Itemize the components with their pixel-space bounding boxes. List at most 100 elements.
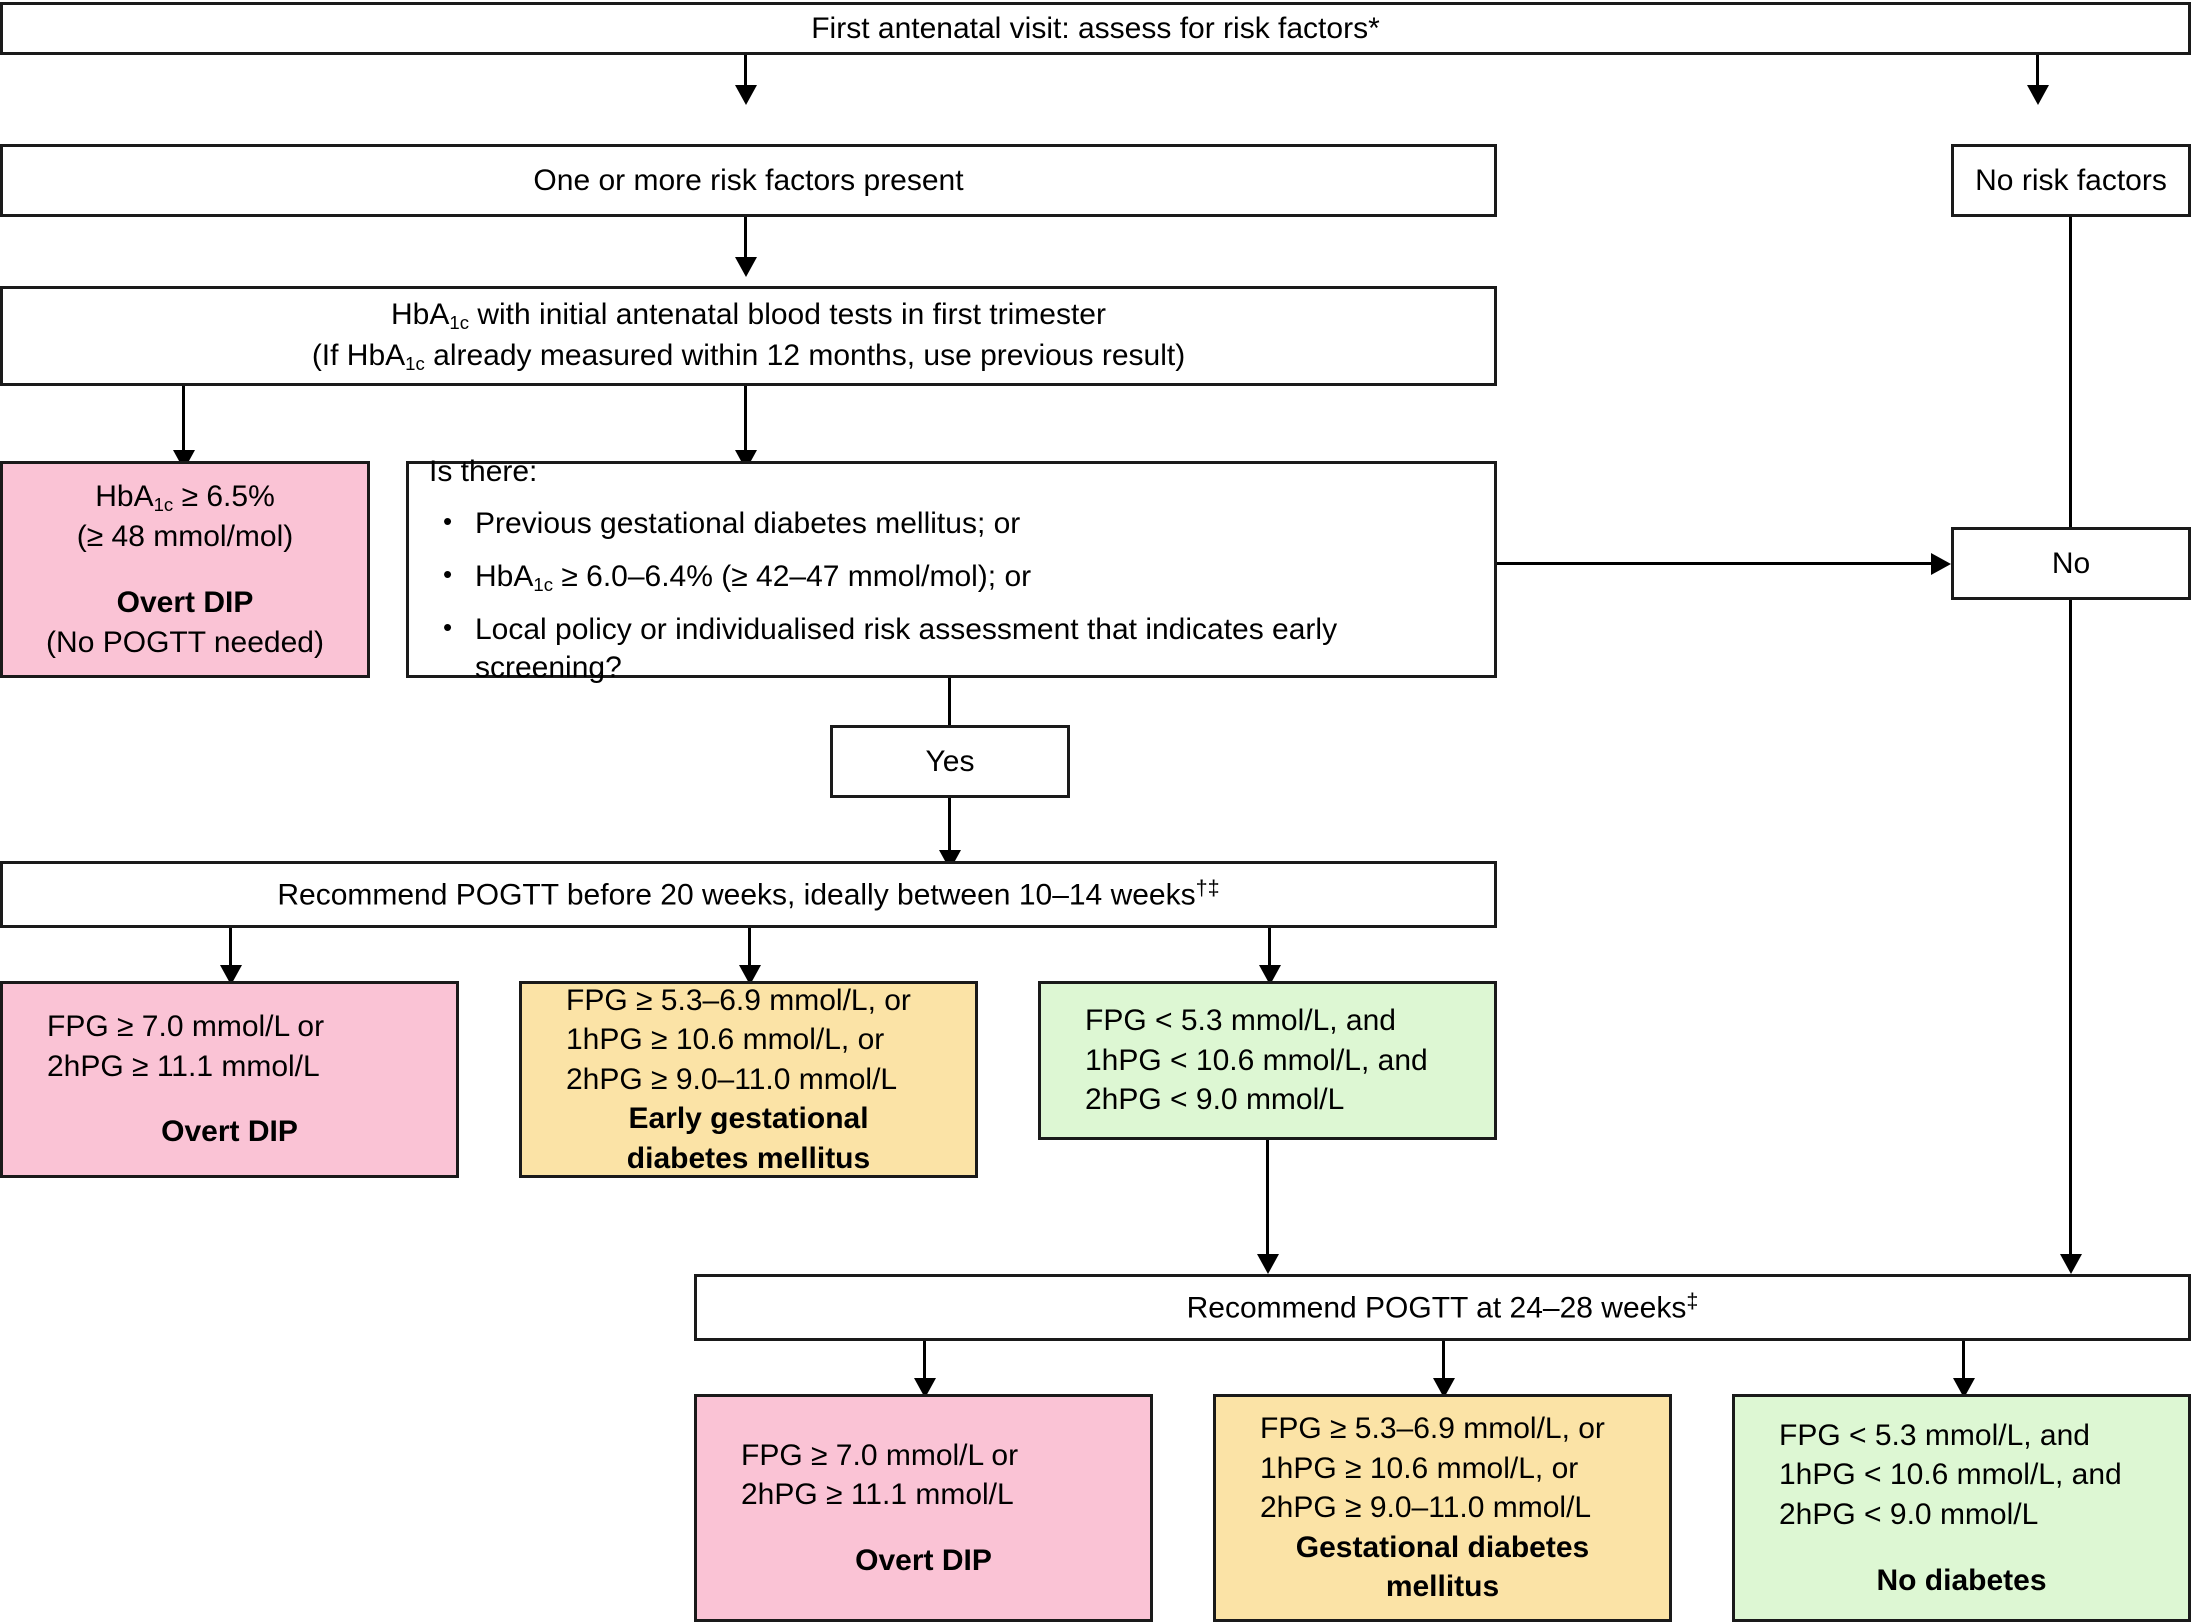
subscript-1c: 1c [405,353,425,375]
late-gdm-line3: 2hPG ≥ 9.0–11.0 mmol/L [1260,1491,1592,1525]
early-gdm-result-line1: Early gestational [628,1102,869,1136]
early-gdm-line3: 2hPG ≥ 9.0–11.0 mmol/L [566,1062,898,1096]
arrowhead-earlynormal-to-pogttlate [1257,1254,1279,1274]
hba1c-test-line1: HbA1c with initial antenatal blood tests… [391,298,1106,334]
arrowhead-pogttearly-to-overtdip [220,965,242,985]
late-overt-dip-result: Overt DIP [855,1543,992,1577]
early-overt-dip-result: Overt DIP [161,1115,298,1149]
connector-pogttearly-to-earlynormal [1268,928,1271,978]
node-late-no-diabetes-text: FPG < 5.3 mmol/L, and 1hPG < 10.6 mmol/L… [1735,1412,2188,1604]
early-normal-line3: 2hPG < 9.0 mmol/L [1085,1083,1345,1117]
overt-dip-hba1c-line2: (≥ 48 mmol/mol) [76,520,294,554]
connector-riskpresent-to-hba1c [744,217,747,262]
connector-firstvisit-to-riskpresent [744,55,747,90]
spacer [741,1515,1106,1541]
node-early-no-diabetes: FPG < 5.3 mmol/L, and 1hPG < 10.6 mmol/L… [1038,981,1497,1140]
list-item: Local policy or individualised risk asse… [443,611,1474,688]
node-overt-dip-hba1c-text: HbA1c ≥ 6.5% (≥ 48 mmol/mol) Overt DIP (… [3,467,367,673]
footnote-marker: ‡ [1686,1287,1699,1313]
connector-istherebox-to-yes [948,678,951,725]
early-normal-line1: FPG < 5.3 mmol/L, and [1085,1004,1396,1038]
overt-dip-hba1c-note: (No POGTT needed) [46,625,324,659]
late-gdm-result-line2: mellitus [1385,1570,1500,1604]
late-gdm-result-line1: Gestational diabetes [1295,1530,1590,1564]
node-late-overt-dip-text: FPG ≥ 7.0 mmol/L or 2hPG ≥ 11.1 mmol/L O… [697,1432,1150,1585]
connector-hba1c-to-overtdip [182,386,185,461]
node-first-antenatal-visit: First antenatal visit: assess for risk f… [0,2,2191,55]
arrowhead-pogttearly-to-earlynormal [1259,965,1281,985]
spacer [21,557,349,583]
node-pogtt-before-20-weeks: Recommend POGTT before 20 weeks, ideally… [0,861,1497,928]
node-late-gestational-diabetes: FPG ≥ 5.3–6.9 mmol/L, or 1hPG ≥ 10.6 mmo… [1213,1394,1672,1622]
connector-pogttlate-to-gdm [1442,1341,1445,1391]
arrowhead-firstvisit-to-riskpresent [735,85,757,105]
node-early-gestational-diabetes: FPG ≥ 5.3–6.9 mmol/L, or 1hPG ≥ 10.6 mmo… [519,981,978,1178]
node-yes: Yes [830,725,1070,798]
node-overt-dip-hba1c: HbA1c ≥ 6.5% (≥ 48 mmol/mol) Overt DIP (… [0,461,370,678]
early-gdm-line1: FPG ≥ 5.3–6.9 mmol/L, or [566,983,911,1017]
node-no-risk-factors: No risk factors [1951,144,2191,217]
subscript-1c: 1c [449,312,470,334]
node-early-screening-question: Is there: Previous gestational diabetes … [406,455,1497,684]
connector-pogttearly-to-overtdip [229,928,232,978]
connector-pogttlate-to-overtdip [923,1341,926,1391]
list-item: Previous gestational diabetes mellitus; … [443,505,1474,543]
arrowhead-pogttlate-to-gdm [1433,1378,1455,1398]
early-gdm-result-line2: diabetes mellitus [626,1141,871,1175]
node-no-risk-factors-label: No risk factors [1975,163,2167,197]
node-early-overt-dip: FPG ≥ 7.0 mmol/L or 2hPG ≥ 11.1 mmol/L O… [0,981,459,1178]
late-overt-dip-line1: FPG ≥ 7.0 mmol/L or [741,1438,1019,1472]
connector-pogttearly-to-earlygdm [748,928,751,978]
subscript-1c: 1c [533,573,553,595]
node-hba1c-initial-test: HbA1c with initial antenatal blood tests… [0,286,1497,386]
connector-firstvisit-to-noriskfactors [2036,55,2039,90]
late-normal-line1: FPG < 5.3 mmol/L, and [1779,1418,2090,1452]
late-no-diabetes-result: No diabetes [1876,1563,2047,1597]
early-overt-dip-line2: 2hPG ≥ 11.1 mmol/L [47,1049,320,1083]
arrowhead-pogttlate-to-overtdip [914,1378,936,1398]
node-late-gestational-diabetes-text: FPG ≥ 5.3–6.9 mmol/L, or 1hPG ≥ 10.6 mmo… [1216,1405,1669,1611]
late-gdm-line2: 1hPG ≥ 10.6 mmol/L, or [1260,1451,1579,1485]
late-normal-line3: 2hPG < 9.0 mmol/L [1779,1498,2039,1531]
late-normal-line2: 1hPG < 10.6 mmol/L, and [1779,1458,2122,1492]
late-gdm-line1: FPG ≥ 5.3–6.9 mmol/L, or [1260,1412,1605,1446]
overt-dip-hba1c-result: Overt DIP [116,586,254,620]
arrowhead-istherebox-to-no [1931,553,1951,575]
early-screening-lead: Is there: [429,454,538,488]
early-normal-line2: 1hPG < 10.6 mmol/L, and [1085,1043,1428,1077]
node-no: No [1951,527,2191,600]
node-early-screening-question-content: Is there: Previous gestational diabetes … [409,446,1494,694]
node-late-no-diabetes: FPG < 5.3 mmol/L, and 1hPG < 10.6 mmol/L… [1732,1394,2191,1622]
node-early-gestational-diabetes-text: FPG ≥ 5.3–6.9 mmol/L, or 1hPG ≥ 10.6 mmo… [522,977,975,1183]
spacer [47,1086,412,1112]
spacer [1779,1535,2144,1561]
node-pogtt-before-20-weeks-label: Recommend POGTT before 20 weeks, ideally… [277,874,1220,912]
list-item: HbA1c ≥ 6.0–6.4% (≥ 42–47 mmol/mol); or [443,558,1474,597]
connector-noriskfactors-to-pogtt-late [2069,217,2072,1269]
connector-yes-to-pogtt-early [948,798,951,861]
arrowhead-riskpresent-to-hba1c [735,257,757,277]
connector-earlynormal-to-pogttlate [1266,1140,1269,1269]
node-one-or-more-risk-factors-label: One or more risk factors present [533,163,964,197]
node-early-overt-dip-text: FPG ≥ 7.0 mmol/L or 2hPG ≥ 11.1 mmol/L O… [3,1003,456,1156]
footnote-marker: †‡ [1195,874,1220,900]
node-no-label: No [2051,546,2091,580]
arrowhead-pogttlate-to-nodiabetes [1953,1378,1975,1398]
subscript-1c: 1c [153,493,174,515]
node-first-antenatal-visit-label: First antenatal visit: assess for risk f… [811,11,1380,45]
connector-istherebox-to-no [1497,562,1939,565]
node-yes-label: Yes [925,744,975,778]
early-screening-bullet-list: Previous gestational diabetes mellitus; … [429,505,1474,687]
node-one-or-more-risk-factors: One or more risk factors present [0,144,1497,217]
node-pogtt-24-28-weeks: Recommend POGTT at 24–28 weeks‡ [694,1274,2191,1341]
overt-dip-hba1c-line1: HbA1c ≥ 6.5% [95,479,275,515]
node-late-overt-dip: FPG ≥ 7.0 mmol/L or 2hPG ≥ 11.1 mmol/L O… [694,1394,1153,1622]
early-gdm-line2: 1hPG ≥ 10.6 mmol/L, or [566,1023,885,1057]
arrowhead-firstvisit-to-noriskfactors [2027,85,2049,105]
arrowhead-noriskfactors-to-pogtt-late [2060,1254,2082,1274]
node-hba1c-initial-test-text: HbA1c with initial antenatal blood tests… [3,285,1494,386]
connector-pogttlate-to-nodiabetes [1962,1341,1965,1391]
node-pogtt-24-28-weeks-label: Recommend POGTT at 24–28 weeks‡ [1186,1287,1699,1325]
arrowhead-pogttearly-to-earlygdm [739,965,761,985]
